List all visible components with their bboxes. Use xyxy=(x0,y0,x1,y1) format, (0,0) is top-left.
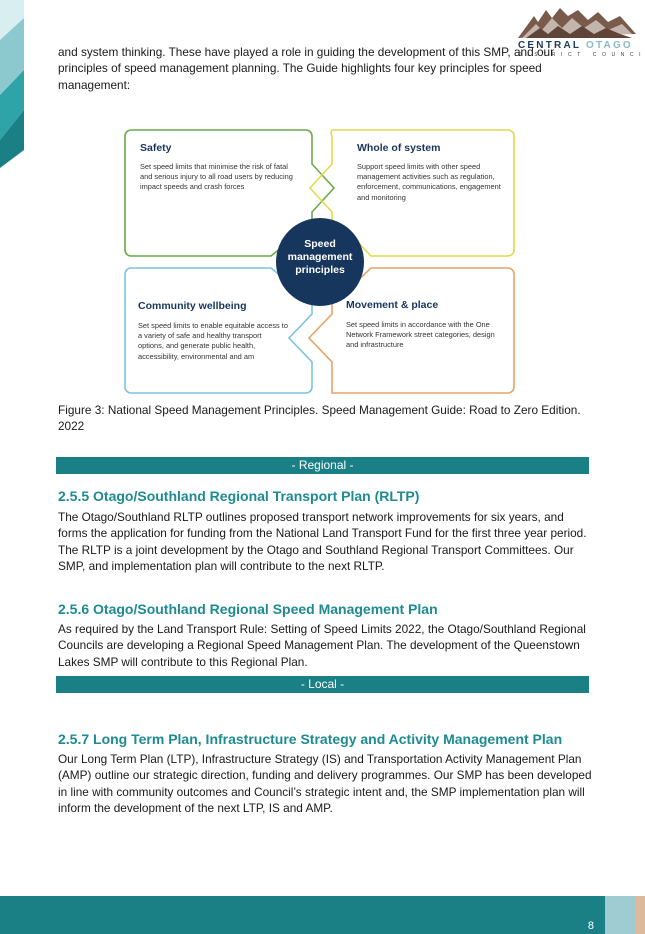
local-banner: - Local - xyxy=(56,676,589,693)
logo-subtitle: DISTRICT COUNCIL xyxy=(518,52,645,58)
whole-system-text: Support speed limits with other speed ma… xyxy=(357,162,501,202)
footer-accent-light xyxy=(605,896,635,934)
council-logo-icon xyxy=(518,8,636,38)
safety-frame xyxy=(124,129,336,257)
rltp-heading: 2.5.5 Otago/Southland Regional Transport… xyxy=(58,488,420,504)
community-text: Set speed limits to enable equitable acc… xyxy=(138,321,288,361)
rltp-body: The Otago/Southland RLTP outlines propos… xyxy=(58,510,587,574)
intro-paragraph: and system thinking. These have played a… xyxy=(58,45,554,92)
left-edge-accent xyxy=(0,0,24,168)
movement-text: Set speed limits in accordance with the … xyxy=(346,320,495,350)
movement-title: Movement & place xyxy=(346,299,439,311)
rsmp-body: As required by the Land Transport Rule: … xyxy=(58,622,586,669)
center-label: Speed management principles xyxy=(287,238,353,276)
rsmp-heading: 2.5.6 Otago/Southland Regional Speed Man… xyxy=(58,601,438,617)
community-title: Community wellbeing xyxy=(138,300,247,312)
whole-system-title: Whole of system xyxy=(357,142,441,154)
ltp-heading: 2.5.7 Long Term Plan, Infrastructure Str… xyxy=(58,731,563,747)
logo-wordmark: CENTRAL OTAGO xyxy=(518,40,633,51)
speed-principles-figure: Speed management principles Safety Set s… xyxy=(123,128,518,396)
safety-title: Safety xyxy=(140,142,172,154)
ltp-body: Our Long Term Plan (LTP), Infrastructure… xyxy=(58,752,592,816)
movement-frame xyxy=(307,267,515,394)
page-number: 8 xyxy=(587,920,594,932)
whole-system-frame xyxy=(308,129,515,257)
figure-caption: Figure 3: National Speed Management Prin… xyxy=(58,403,581,434)
regional-banner: - Regional - xyxy=(56,457,589,474)
footer-accent-tan xyxy=(635,896,645,934)
center-circle xyxy=(276,218,364,306)
community-frame xyxy=(124,267,313,394)
principles-diagram-frame xyxy=(124,129,515,394)
safety-text: Set speed limits that minimise the risk … xyxy=(140,162,293,192)
footer-bar xyxy=(0,896,605,934)
